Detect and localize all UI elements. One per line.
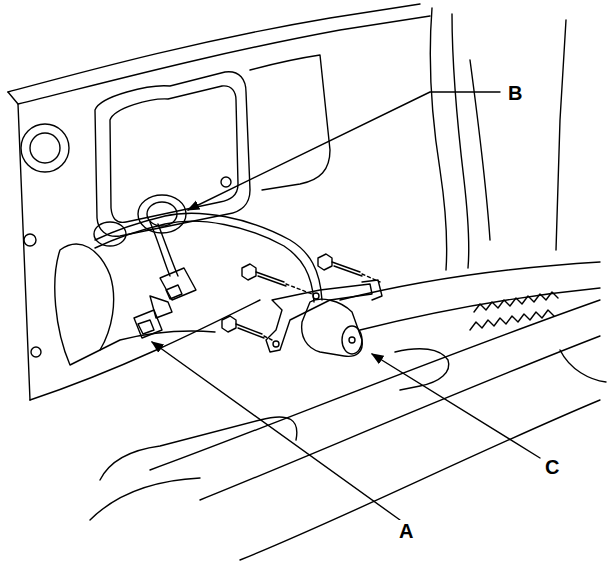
callout-letter: A (397, 520, 415, 542)
callout-letter: B (506, 82, 524, 104)
callout-letter: C (543, 456, 561, 478)
